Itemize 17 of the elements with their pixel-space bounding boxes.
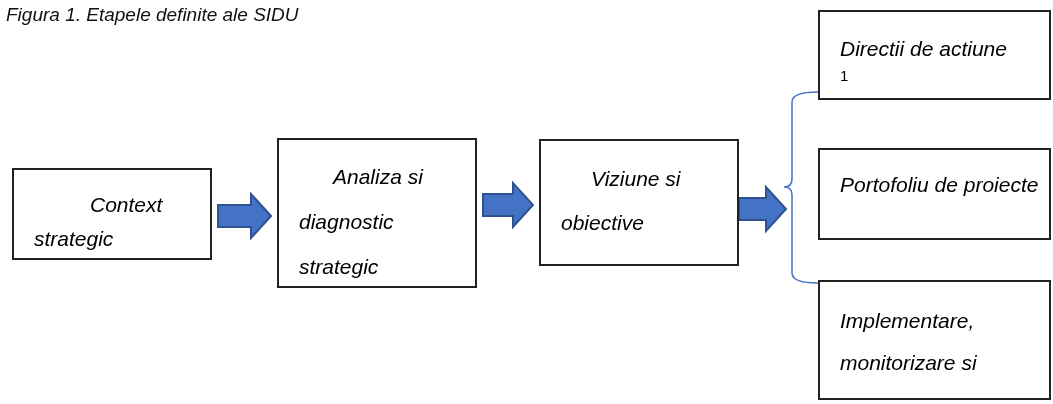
box-label: Viziune si obiective xyxy=(561,166,682,236)
block-arrow xyxy=(482,180,535,230)
box-label: Directii de actiune xyxy=(840,36,1008,62)
process-box xyxy=(818,280,1051,400)
block-arrow xyxy=(738,184,788,234)
process-box xyxy=(12,168,212,260)
box-label: Portofoliu de proiecte xyxy=(840,172,1040,198)
box-label: Implementare, monitorizare si xyxy=(840,308,978,376)
figure-title: Figura 1. Etapele definite ale SIDU xyxy=(6,4,299,26)
process-box xyxy=(277,138,477,288)
box-label: Context strategic xyxy=(34,192,164,252)
box-label: Analiza si diagnostic strategic xyxy=(299,164,425,280)
process-box xyxy=(818,10,1051,100)
process-box xyxy=(539,139,739,266)
footnote-number: 1 xyxy=(840,66,850,86)
block-arrow xyxy=(217,191,273,241)
process-box xyxy=(818,148,1051,240)
